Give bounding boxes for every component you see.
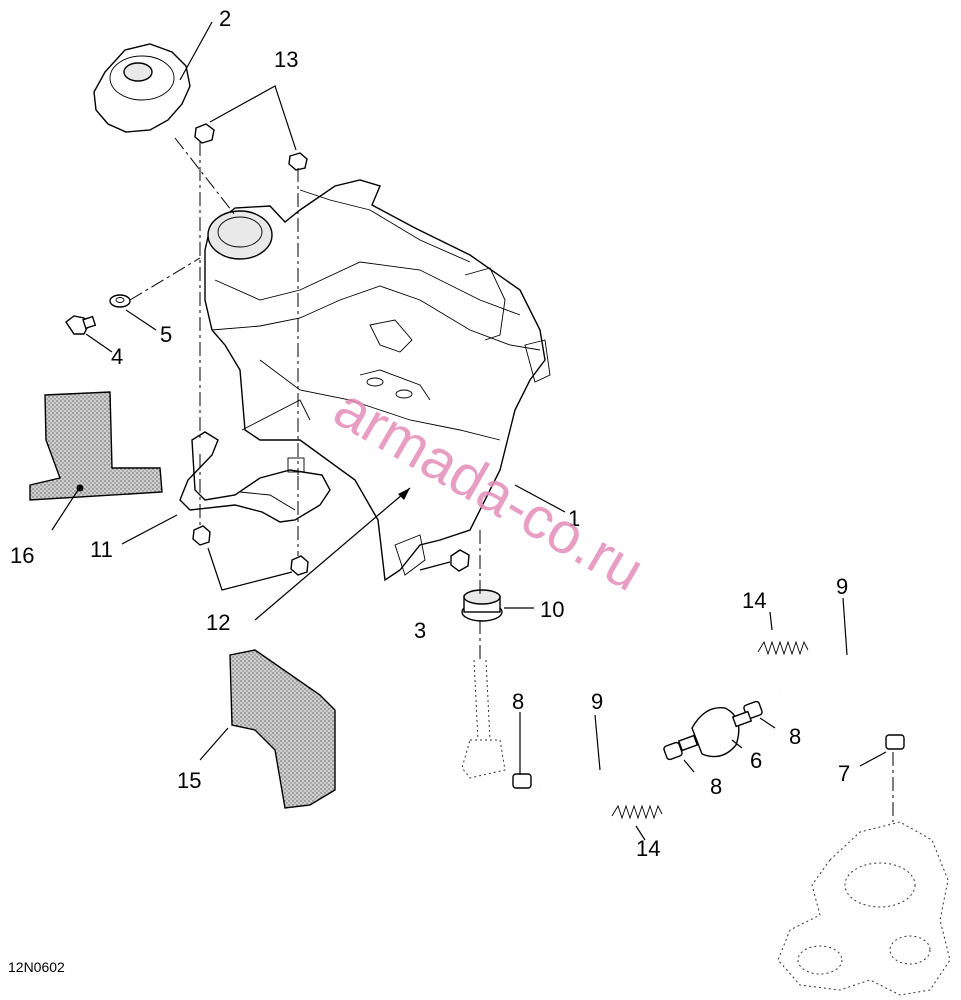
callout-11: 11 [90, 537, 113, 562]
bolt-part [65, 315, 97, 335]
callout-12: 12 [206, 610, 230, 635]
grommet-part [461, 589, 503, 622]
callout-13: 13 [274, 47, 298, 72]
callout-9b: 9 [836, 574, 848, 599]
screw-part [192, 525, 309, 576]
callout-7: 7 [838, 761, 850, 786]
carburetor-outline [777, 821, 951, 996]
assembly-lines [129, 137, 894, 822]
callout-8a: 8 [512, 689, 524, 714]
callout-8b: 8 [710, 774, 722, 799]
bracket-part [179, 431, 331, 523]
filler-cap-part [93, 43, 191, 133]
fuel-hose-part [539, 667, 901, 795]
callout-14a: 14 [742, 588, 766, 613]
drawing-code: 12N0602 [8, 959, 65, 975]
pickup-tube-part [461, 659, 506, 779]
callout-14b: 14 [636, 836, 660, 861]
pad-16-marker [76, 484, 84, 492]
fuel-tank-part [204, 179, 551, 582]
pad-part-15 [229, 649, 336, 809]
callout-10: 10 [540, 597, 564, 622]
callout-5: 5 [160, 322, 172, 347]
callout-4: 4 [111, 344, 123, 369]
pad-part-16 [29, 391, 163, 501]
leader-lines [51, 21, 887, 841]
spring-part [611, 640, 809, 820]
callout-9a: 9 [591, 689, 603, 714]
callout-1: 1 [568, 506, 580, 531]
washer-part [109, 294, 131, 308]
callout-labels: 1 2 3 4 5 6 7 8 8 8 9 9 10 11 12 13 14 1… [10, 6, 850, 861]
nut-part-3 [450, 549, 470, 572]
callout-8c: 8 [789, 724, 801, 749]
callout-3: 3 [414, 618, 426, 643]
leader-arrowhead [398, 488, 410, 500]
callout-2: 2 [219, 6, 231, 31]
callout-6: 6 [750, 748, 762, 773]
nut-part [194, 123, 308, 171]
callout-15: 15 [177, 768, 201, 793]
fuel-filter-part [677, 706, 753, 758]
callout-16: 16 [10, 543, 34, 568]
